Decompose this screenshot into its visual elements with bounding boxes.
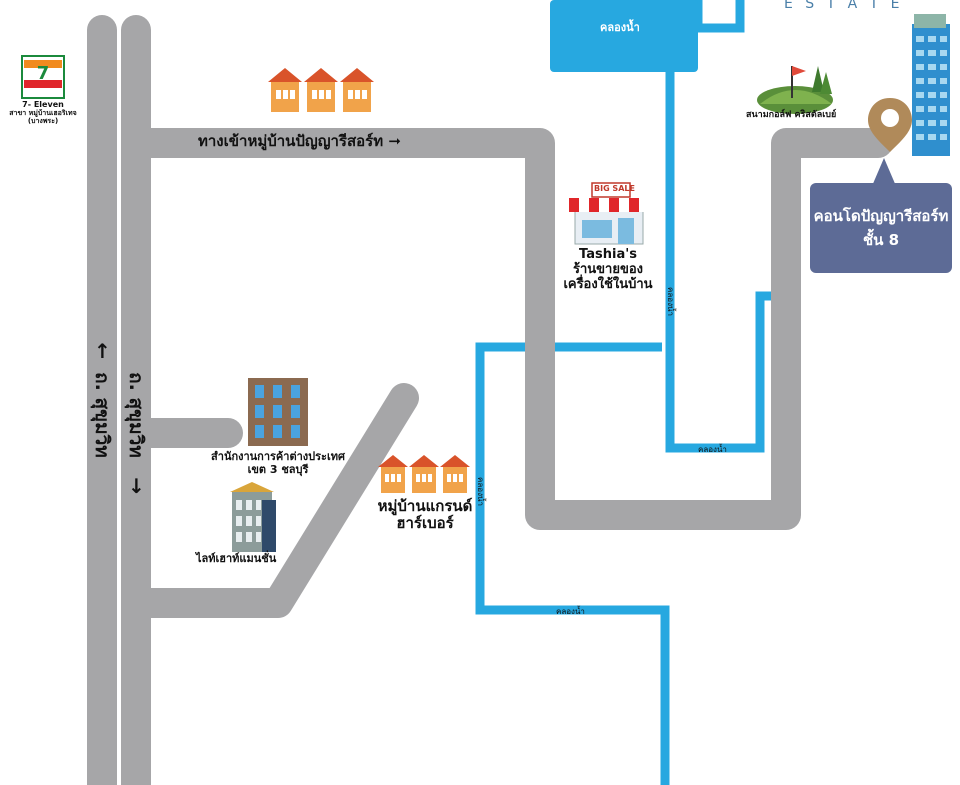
condo-label-line1: คอนโดปัญญารีสอร์ท [813,207,949,225]
road-diagonal [121,383,419,618]
canal-main-vertical [665,70,775,453]
office-building-icon [248,378,308,446]
grand-harbour-label: หมู่บ้านแกรนด์ ฮาร์เบอร์ [360,497,490,533]
shop-sign: BIG SALE [594,184,635,193]
canal-left [475,342,670,785]
road-entrance [121,128,893,530]
houses-top-icon [268,68,374,112]
road-label-sukhumvit-east: ถ. สุขุมวิท [125,372,147,458]
condo-label-line2: ชั้น 8 [862,231,900,249]
road-label-sukhumvit-west: ถ. สุขุมวิท [91,372,113,458]
office-line1: สำนักงานการค้าต่างประเทศ [211,450,345,463]
svg-text:7: 7 [37,63,50,84]
canal-label-bottom-right: คลองน้ำ [698,445,727,454]
canal-label-vertical-right: คลองน้ำ [665,287,675,316]
houses-grand-harbour-icon [378,455,470,493]
seven-eleven-sub: (บางพระ) [27,117,59,126]
seven-eleven-logo: 7 [21,55,65,99]
tower-building-icon [912,14,950,156]
callout-pointer [872,158,896,186]
arrow-down-icon: ↓ [128,474,145,498]
grand-line1: หมู่บ้านแกรนด์ [377,497,473,515]
location-pin-icon [868,98,912,152]
entrance-label: ทางเข้าหมู่บ้านปัญญารีสอร์ท ➞ [198,132,401,150]
mansion-label: ไลท์เฮาท์แมนชั่น [196,552,277,565]
grand-line2: ฮาร์เบอร์ [396,514,454,533]
golf-course-icon [757,66,833,114]
shop-line3: เครื่องใช้ในบ้าน [563,276,653,292]
office-line2: เขต 3 ชลบุรี [247,462,309,476]
canals [475,0,775,785]
entrance-text: ทางเข้าหมู่บ้านปัญญารีสอร์ท [198,132,384,150]
condo-callout: คอนโดปัญญารีสอร์ท ชั้น 8 [810,183,952,273]
canal-label-lower: คลองน้ำ [556,607,585,616]
arrow-right-icon: ➞ [388,132,401,150]
mansion-building-icon [230,482,276,552]
seven-eleven-name: 7- Eleven [22,100,64,109]
canal-big-block [550,0,698,72]
canal-top-right [693,0,745,33]
seven-eleven-label: 7- Eleven สาขา หมู่บ้านเฮอริเทจ (บางพระ) [0,100,86,125]
arrow-up-icon: ↑ [94,339,111,363]
shop-icon [569,182,647,245]
office-label: สำนักงานการค้าต่างประเทศ เขต 3 ชลบุรี [196,450,360,476]
shop-line2: ร้านขายของ [572,261,643,277]
golf-course-label: สนามกอล์ฟ คริสตัลเบย์ [746,110,837,120]
roads [87,15,893,785]
shop-label: Tashia's ร้านขายของ เครื่องใช้ในบ้าน [552,247,664,293]
shop-name: Tashia's [579,247,637,262]
canal-big-label: คลองน้ำ [600,21,640,34]
seven-eleven-branch: สาขา หมู่บ้านเฮอริเทจ [9,109,77,118]
estate-label: E S T A T E [784,0,904,12]
